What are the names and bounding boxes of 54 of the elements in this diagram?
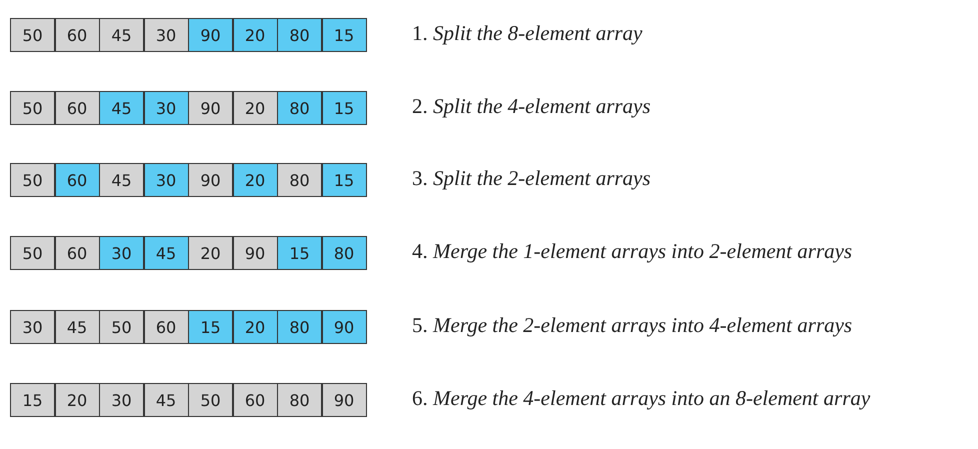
- array-cell: 90: [232, 236, 278, 270]
- array-cell: 30: [144, 18, 188, 52]
- step-caption: 3. Split the 2-element arrays: [412, 166, 651, 191]
- array-cell: 30: [10, 310, 55, 344]
- array-cell: 60: [54, 163, 100, 197]
- array-cell: 45: [99, 18, 144, 52]
- array-cell: 50: [10, 236, 55, 270]
- array-cell: 45: [54, 310, 100, 344]
- array-cell: 60: [144, 310, 188, 344]
- array-cell: 45: [99, 163, 144, 197]
- array-cell: 50: [10, 163, 55, 197]
- array-cell: 60: [54, 236, 100, 270]
- step-caption: 6. Merge the 4-element arrays into an 8-element array: [412, 386, 870, 411]
- array-cell: 80: [277, 163, 322, 197]
- array-cell: 45: [99, 91, 144, 125]
- step-caption: 4. Merge the 1-element arrays into 2-element arrays: [412, 239, 852, 264]
- array-cell: 80: [277, 383, 322, 417]
- step-caption: 1. Split the 8-element array: [412, 21, 642, 46]
- array-cell: 80: [322, 236, 366, 270]
- array-cell: 90: [188, 18, 233, 52]
- array-cell: 50: [10, 18, 55, 52]
- array-cell: 15: [277, 236, 322, 270]
- array-cell: 45: [144, 236, 188, 270]
- array-cell: 20: [232, 163, 278, 197]
- array-cell: 30: [144, 91, 188, 125]
- array-cell: 15: [322, 163, 366, 197]
- array-cell: 90: [322, 383, 366, 417]
- array-cell: 60: [232, 383, 278, 417]
- array-cell: 45: [144, 383, 188, 417]
- array-cell: 60: [54, 18, 100, 52]
- array-cell: 15: [322, 18, 366, 52]
- array-cell: 20: [232, 18, 278, 52]
- array-cell: 90: [188, 91, 233, 125]
- array-cell: 50: [188, 383, 233, 417]
- step-caption: 5. Merge the 2-element arrays into 4-element arrays: [412, 313, 852, 338]
- array-cell: 15: [188, 310, 233, 344]
- array-cell: 30: [144, 163, 188, 197]
- array-cell: 20: [232, 310, 278, 344]
- array-cell: 20: [232, 91, 278, 125]
- array-cell: 80: [277, 91, 322, 125]
- array-cell: 20: [54, 383, 100, 417]
- array-cell: 60: [54, 91, 100, 125]
- array-cell: 80: [277, 18, 322, 52]
- array-cell: 90: [188, 163, 233, 197]
- array-cell: 50: [99, 310, 144, 344]
- array-cell: 50: [10, 91, 55, 125]
- array-cell: 30: [99, 383, 144, 417]
- array-cell: 30: [99, 236, 144, 270]
- array-cell: 20: [188, 236, 233, 270]
- array-cell: 15: [322, 91, 366, 125]
- array-cell: 90: [322, 310, 366, 344]
- step-caption: 2. Split the 4-element arrays: [412, 94, 651, 119]
- array-cell: 80: [277, 310, 322, 344]
- array-cell: 15: [10, 383, 55, 417]
